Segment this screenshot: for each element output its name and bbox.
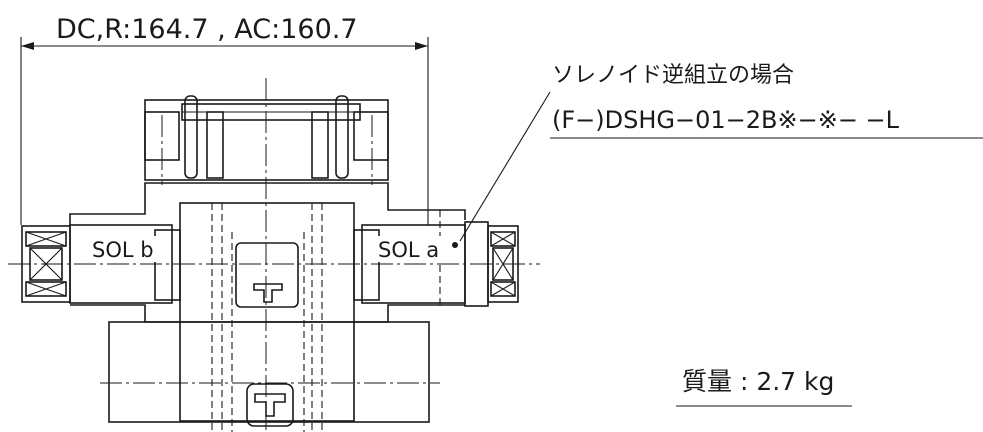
note-title: ソレノイド逆組立の場合 (552, 63, 794, 88)
reverse-assembly-note: ソレノイド逆組立の場合 (F−)DSHG−01−2B※−※− −L (452, 63, 983, 248)
model-code: (F−)DSHG−01−2B※−※− −L (552, 106, 900, 134)
solenoid-a-label: SOL a (378, 238, 439, 262)
mass-text: 質量 : 2.7 kg (682, 367, 834, 396)
dimension-text: DC,R:164.7 , AC:160.7 (56, 14, 358, 45)
valve-body (8, 78, 540, 432)
mass-note: 質量 : 2.7 kg (676, 367, 852, 407)
overall-dimension: DC,R:164.7 , AC:160.7 (20, 14, 429, 225)
solenoid-b-label: SOL b (92, 238, 154, 262)
